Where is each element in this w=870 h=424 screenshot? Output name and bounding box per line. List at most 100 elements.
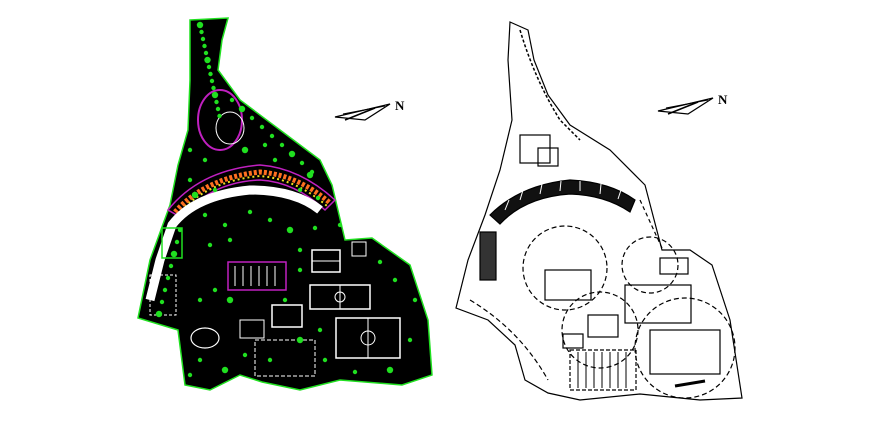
tree-dot	[200, 36, 206, 42]
tree-dot	[204, 56, 211, 64]
tree-dot	[306, 171, 314, 179]
right-curved-building	[489, 179, 636, 225]
tree-dot	[229, 97, 235, 103]
tree-dot	[174, 239, 180, 245]
left-small-building	[351, 241, 367, 257]
left-garden-inner	[215, 111, 245, 145]
tree-dot	[162, 287, 168, 293]
right-bottom-bench	[674, 379, 706, 388]
left-trees	[155, 21, 418, 378]
tree-dot	[217, 113, 222, 119]
right-block-5	[562, 333, 584, 349]
tree-dot	[377, 259, 383, 265]
tree-dot	[211, 85, 216, 91]
tree-dot	[286, 226, 294, 234]
tree-dot	[191, 191, 199, 199]
tree-dot	[196, 21, 204, 29]
tree-dot	[177, 227, 183, 233]
tree-dot	[247, 209, 253, 215]
tree-dot	[202, 43, 207, 49]
left-building-a	[239, 319, 265, 339]
tree-dot	[317, 327, 323, 333]
north-arrow-left: N	[334, 98, 405, 121]
right-parking-stalls	[577, 352, 627, 388]
tree-dot	[221, 366, 229, 374]
right-zone-circle-1	[522, 225, 608, 311]
tree-dot	[199, 29, 204, 35]
tree-dot	[412, 297, 418, 303]
right-building-hatch	[504, 180, 622, 211]
right-block-6	[659, 257, 689, 275]
right-zone-circle-2	[634, 297, 736, 399]
tree-dot	[202, 212, 208, 218]
tree-dot	[296, 336, 304, 344]
left-building-c	[161, 227, 183, 259]
left-round-plaza	[190, 327, 220, 349]
tree-dot	[241, 146, 249, 154]
left-curved-building	[166, 164, 337, 219]
tree-dot	[386, 366, 394, 374]
right-block-3	[649, 329, 721, 375]
right-dashed-link	[639, 199, 663, 249]
tree-dot	[197, 297, 203, 303]
right-parking	[569, 349, 637, 391]
tree-dot	[187, 177, 193, 183]
tree-dot	[299, 160, 305, 166]
tree-dot	[269, 133, 275, 139]
tree-dot	[159, 299, 165, 305]
tree-dot	[267, 357, 273, 363]
tree-dot	[155, 310, 163, 318]
right-trail	[519, 29, 581, 141]
left-court-1	[227, 261, 287, 291]
tree-dot	[242, 352, 248, 358]
tree-dot	[227, 237, 233, 243]
tree-dot	[215, 106, 221, 112]
tree-dot	[187, 147, 193, 153]
left-court-1-lines	[234, 266, 276, 286]
tree-dot	[168, 263, 174, 269]
tree-dot	[208, 71, 213, 77]
tree-dot	[297, 187, 303, 193]
tree-dot	[207, 242, 213, 248]
north-label-right: N	[718, 92, 728, 107]
tree-dot	[197, 357, 203, 363]
north-label-left: N	[395, 98, 405, 113]
right-building-top-2	[537, 147, 559, 167]
tree-dot	[288, 150, 296, 158]
tree-dot	[272, 157, 278, 163]
left-court-4	[271, 304, 303, 328]
right-block-2	[624, 284, 692, 324]
tree-dot	[211, 91, 219, 99]
tree-dot	[282, 297, 288, 303]
tree-dot	[212, 287, 218, 293]
right-site-plan: N	[455, 21, 743, 401]
right-zone-circle-4	[621, 236, 679, 294]
left-building-b	[149, 274, 177, 316]
tree-dot	[262, 142, 268, 148]
right-zone-circle-3	[561, 291, 639, 369]
left-parking	[254, 339, 316, 377]
tree-dot	[203, 50, 209, 56]
tree-dot	[206, 64, 212, 70]
tree-dot	[187, 372, 193, 378]
tree-dot	[312, 225, 318, 231]
left-site-plan: N	[137, 17, 433, 391]
north-arrow-right: N	[657, 92, 728, 115]
tree-dot	[249, 115, 255, 121]
tree-dot	[222, 222, 228, 228]
right-block-1	[544, 269, 592, 301]
tree-dot	[226, 296, 234, 304]
tree-dot	[392, 277, 398, 283]
tree-dot	[209, 78, 215, 84]
tree-dot	[165, 275, 171, 281]
tree-dot	[259, 124, 265, 130]
left-site-boundary	[137, 17, 433, 391]
tree-dot	[267, 217, 273, 223]
tree-dot	[202, 157, 208, 163]
tree-dot	[407, 337, 413, 343]
tree-dot	[279, 142, 285, 148]
tree-dot	[352, 369, 358, 375]
right-building-top	[519, 134, 551, 164]
left-access-road	[145, 185, 323, 302]
